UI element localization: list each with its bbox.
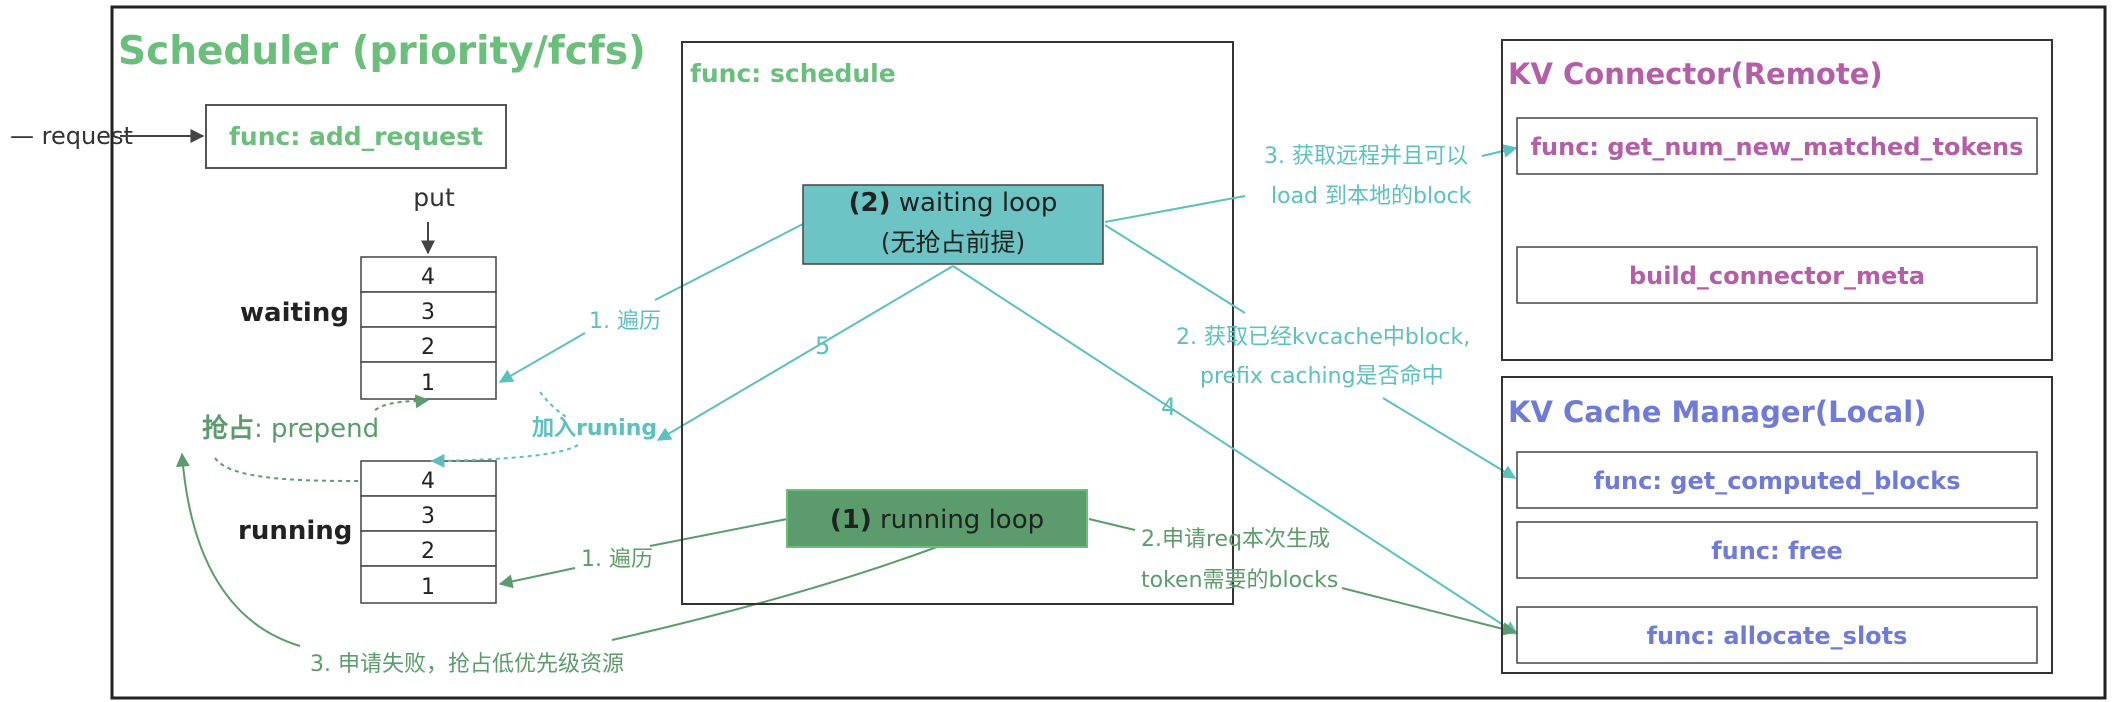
preempt-rest: : prepend (254, 414, 379, 444)
scheduler-title: Scheduler (priority/fcfs) (118, 29, 646, 74)
apply-fail-curve-arrow (175, 452, 301, 647)
kv-cache-manager-title: KV Cache Manager(Local) (1508, 395, 1926, 429)
join-running-label: 加入runing (531, 416, 657, 441)
alloc-label-line1: 2.申请req本次生成 (1141, 527, 1330, 552)
computed-label-line1: 2. 获取已经kvcache中block, (1176, 325, 1470, 350)
request-label: — request (10, 122, 133, 150)
running-loop-num: (1) (830, 505, 872, 535)
join-running-dashed-arrow (430, 444, 579, 468)
running-cell: 3 (421, 504, 435, 529)
traverse-waiting-label: 1. 遍历 (589, 309, 661, 334)
computed-label-line2: prefix caching是否命中 (1200, 364, 1444, 389)
preempt-dashed-path (214, 457, 362, 482)
func-free-box (1516, 521, 2038, 579)
func-matched-box (1516, 117, 2038, 175)
running-loop-text: running loop (872, 505, 1044, 535)
running-cell: 2 (421, 539, 435, 564)
outer-frame (110, 5, 2107, 700)
waiting-cell: 4 (421, 265, 435, 290)
prepend-dashed-arrow (374, 394, 430, 411)
waiting-cell: 3 (421, 300, 435, 325)
add-request-box (205, 104, 507, 169)
traverse-running-label: 1. 遍历 (581, 547, 653, 572)
waiting-loop-box (802, 184, 1104, 265)
schedule-title: func: schedule (690, 59, 896, 88)
func-allocate-label: func: allocate_slots (1647, 622, 1908, 650)
traverse-running-arrow (498, 567, 576, 589)
put-label: put (413, 183, 455, 212)
four-arrow (952, 265, 1519, 635)
waiting-loop-num: (2) (849, 188, 891, 218)
apply-fail-label: 3. 申请失败，抢占低优先级资源 (310, 652, 624, 677)
running-loop-title: (1) running loop (830, 505, 1044, 535)
func-meta-label: build_connector_meta (1629, 262, 1925, 290)
preempt-bold: 抢占 (202, 413, 254, 444)
alloc-label-line2: token需要的blocks (1141, 568, 1338, 593)
func-allocate-box (1516, 606, 2038, 664)
remote-arrow (1481, 144, 1518, 158)
func-computed-box (1516, 451, 2038, 509)
waiting-loop-text: waiting loop (890, 188, 1057, 218)
func-matched-label: func: get_num_new_matched_tokens (1531, 133, 2024, 161)
waiting-loop-title: (2) waiting loop (849, 188, 1058, 218)
apply-fail-line (611, 546, 938, 641)
five-arrow (656, 265, 954, 441)
running-cell: 1 (421, 575, 435, 600)
add-request-label: func: add_request (229, 122, 483, 151)
five-label: 5 (815, 332, 830, 360)
running-cell: 4 (421, 469, 435, 494)
traverse-running-line-top (649, 518, 788, 547)
computed-line (1104, 224, 1246, 314)
schedule-box (681, 41, 1234, 605)
running-label: running (238, 516, 352, 546)
remote-line (1104, 195, 1246, 223)
waiting-label: waiting (240, 298, 349, 328)
alloc-arrow (1341, 587, 1517, 636)
computed-arrow (1382, 397, 1517, 479)
join-running-dashed-top (539, 391, 569, 419)
waiting-queue: 4 3 2 1 (360, 256, 497, 400)
remote-label-line1: 3. 获取远程并且可以 (1264, 144, 1468, 169)
func-meta-box (1516, 246, 2038, 304)
running-queue: 4 3 2 1 (360, 460, 497, 604)
kv-cache-manager-box (1501, 376, 2053, 674)
waiting-cell: 2 (421, 335, 435, 360)
remote-label-line2: load 到本地的block (1271, 184, 1472, 209)
waiting-cell: 1 (421, 371, 435, 396)
traverse-waiting-arrow (498, 332, 586, 383)
traverse-waiting-line-top (654, 223, 804, 301)
kv-connector-box (1501, 39, 2053, 361)
running-loop-box (786, 489, 1088, 548)
waiting-loop-sub: (无抢占前提) (881, 228, 1026, 257)
func-free-label: func: free (1711, 537, 1843, 565)
four-label: 4 (1161, 393, 1176, 421)
func-computed-label: func: get_computed_blocks (1593, 467, 1960, 495)
alloc-line (1088, 518, 1136, 531)
preempt-label: 抢占: prepend (202, 413, 379, 444)
kv-connector-title: KV Connector(Remote) (1508, 57, 1883, 91)
